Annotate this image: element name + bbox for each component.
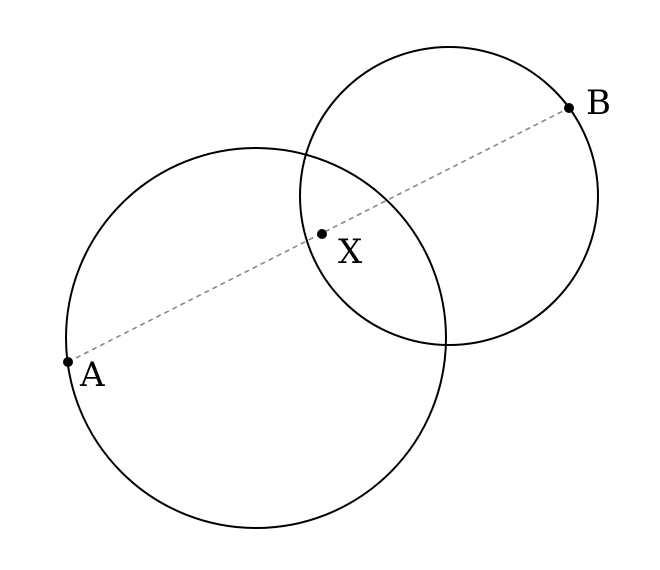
point-b (564, 103, 574, 113)
point-x (317, 229, 327, 239)
label-b: B (586, 83, 611, 123)
label-x: X (338, 232, 363, 272)
circle-large (65, 147, 447, 529)
point-a (63, 357, 73, 367)
circle-small (299, 46, 599, 346)
label-a: A (79, 355, 105, 395)
